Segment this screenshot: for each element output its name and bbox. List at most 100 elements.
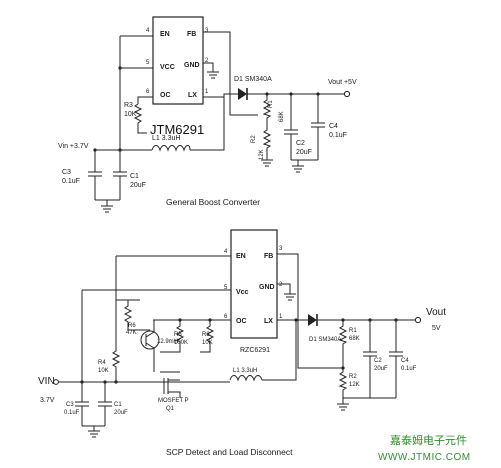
top-c1-label: C1 bbox=[130, 173, 139, 180]
top-pin-fb: FB bbox=[187, 31, 196, 38]
top-c3-capacitor bbox=[88, 150, 102, 200]
bottom-c2-value: 20uF bbox=[374, 366, 388, 372]
bottom-c2-label: C2 bbox=[374, 358, 382, 364]
bottom-ic-part-number: RZC6291 bbox=[240, 347, 270, 354]
bottom-circuit: EN Vcc OC FB GND LX RZC6291 4 5 6 3 2 1 … bbox=[38, 229, 446, 457]
bottom-r2-label: R2 bbox=[349, 374, 357, 380]
top-vout-label: Vout +5V bbox=[328, 79, 357, 86]
top-pin-gnd: GND bbox=[184, 62, 200, 69]
bottom-r5-label: R5 bbox=[174, 332, 182, 338]
bottom-c1-value: 20uF bbox=[114, 410, 128, 416]
bottom-c1-capacitor bbox=[98, 382, 112, 426]
bottom-pin-fb: FB bbox=[264, 253, 273, 260]
bottom-c3-capacitor bbox=[75, 382, 89, 426]
watermark-chinese: 嘉泰姆电子元件 bbox=[390, 433, 467, 447]
bottom-pin-oc: OC bbox=[236, 318, 247, 325]
top-c3-value: 0.1uF bbox=[62, 178, 80, 185]
bottom-r1-r2-divider bbox=[338, 320, 348, 398]
bottom-l1-inductor bbox=[229, 375, 263, 382]
top-ground-input bbox=[101, 200, 113, 213]
top-r2-value: 12K bbox=[259, 149, 265, 160]
bottom-r4-resistor bbox=[111, 347, 121, 382]
top-r1-value: 68K bbox=[279, 111, 285, 122]
top-c2-label: C2 bbox=[296, 140, 305, 147]
watermark-url: WWW.JTMIC.COM bbox=[378, 452, 471, 463]
bottom-r6-resistor bbox=[123, 300, 150, 331]
bottom-junction bbox=[114, 380, 118, 384]
bottom-r3-value: 10K bbox=[202, 340, 213, 346]
top-l1-label: L1 3.3uH bbox=[152, 135, 180, 142]
top-pin-vcc: VCC bbox=[160, 64, 175, 71]
top-r3-label: R3 bbox=[124, 102, 133, 109]
bottom-circuit-title: SCP Detect and Load Disconnect bbox=[166, 447, 293, 457]
bottom-ground-ic bbox=[284, 293, 296, 301]
top-d1-label: D1 SM340A bbox=[234, 76, 272, 83]
bottom-pin-num-lx: 1 bbox=[279, 314, 283, 320]
top-c4-capacitor bbox=[311, 94, 325, 160]
bottom-diode-symbol bbox=[308, 314, 317, 326]
top-wire-oc bbox=[137, 96, 153, 104]
bottom-pin-num-gnd: 2 bbox=[279, 282, 283, 288]
bottom-d1-label: D1 SM340A bbox=[309, 337, 341, 343]
top-c3-label: C3 bbox=[62, 169, 71, 176]
bottom-r1-label: R1 bbox=[349, 328, 357, 334]
bottom-r3-resistor bbox=[200, 320, 215, 353]
top-ground-caps bbox=[292, 160, 304, 173]
bottom-pin-num-en: 4 bbox=[224, 249, 228, 255]
top-wire-gnd bbox=[203, 62, 214, 72]
bottom-l1-label: L1 3.3uH bbox=[233, 368, 257, 374]
bottom-c4-label: C4 bbox=[401, 358, 409, 364]
top-r2-label: R2 bbox=[251, 135, 257, 143]
top-circuit-title: General Boost Converter bbox=[166, 197, 260, 207]
bottom-mosfet-ref: Q1 bbox=[166, 406, 175, 412]
bottom-r4-value: 10K bbox=[98, 368, 109, 374]
top-junction bbox=[118, 66, 122, 70]
bottom-r5-resistor bbox=[160, 320, 185, 353]
bottom-pin-num-oc: 6 bbox=[224, 314, 228, 320]
top-r1-label: R1 bbox=[268, 100, 274, 108]
top-ground-divider bbox=[261, 159, 273, 167]
top-pin-num-oc: 6 bbox=[146, 89, 150, 95]
top-pin-num-en: 4 bbox=[146, 28, 150, 34]
bottom-pin-gnd: GND bbox=[259, 284, 275, 291]
top-pin-num-lx: 1 bbox=[205, 89, 209, 95]
bottom-transistor-label: 12.9mH bbox=[157, 339, 178, 345]
bottom-vout-label: Vout bbox=[426, 307, 446, 318]
bottom-ground-input bbox=[88, 426, 100, 438]
bottom-r3-label: R3 bbox=[202, 332, 210, 338]
top-pin-en: EN bbox=[160, 31, 170, 38]
bottom-r6-value: 47K bbox=[126, 330, 137, 336]
bottom-pin-num-fb: 3 bbox=[279, 246, 283, 252]
bottom-r6-label: R6 bbox=[128, 323, 136, 329]
bottom-mosfet-label: MOSFET P bbox=[158, 398, 189, 404]
bottom-wire-gnd bbox=[277, 283, 291, 294]
bottom-transistor-body bbox=[140, 330, 160, 350]
top-c4-value: 0.1uF bbox=[329, 132, 347, 139]
top-c2-capacitor bbox=[284, 94, 298, 160]
top-r3-value: 10K bbox=[124, 111, 137, 118]
bottom-wire-fb bbox=[277, 253, 343, 369]
top-ground-ic bbox=[207, 71, 219, 79]
top-c1-capacitor bbox=[113, 150, 127, 200]
bottom-r2-value: 12K bbox=[349, 382, 360, 388]
bottom-junction bbox=[178, 318, 182, 322]
bottom-pin-num-vcc: 5 bbox=[224, 285, 228, 291]
top-circuit: EN VCC OC FB GND LX 4 5 6 3 2 1 R3 10K J… bbox=[58, 16, 357, 213]
top-wire-lx-inductor bbox=[190, 97, 225, 151]
top-pin-lx: LX bbox=[188, 92, 197, 99]
bottom-junction bbox=[208, 318, 212, 322]
top-r1-r2-divider bbox=[262, 94, 272, 160]
top-c4-label: C4 bbox=[329, 123, 338, 130]
bottom-c4-capacitor bbox=[389, 320, 403, 398]
top-pin-num-fb: 3 bbox=[205, 28, 209, 34]
top-r3-resistor bbox=[133, 103, 147, 134]
top-vout-terminal bbox=[343, 90, 351, 98]
bottom-transistor-leads bbox=[145, 320, 155, 372]
bottom-mosfet-symbol bbox=[160, 371, 181, 398]
top-pin-oc: OC bbox=[160, 92, 171, 99]
watermark: 嘉泰姆电子元件 WWW.JTMIC.COM bbox=[378, 433, 471, 463]
bottom-vin-value: 3.7V bbox=[40, 397, 55, 404]
bottom-wire-transistor-base bbox=[115, 290, 140, 301]
top-diode-symbol bbox=[238, 88, 247, 100]
